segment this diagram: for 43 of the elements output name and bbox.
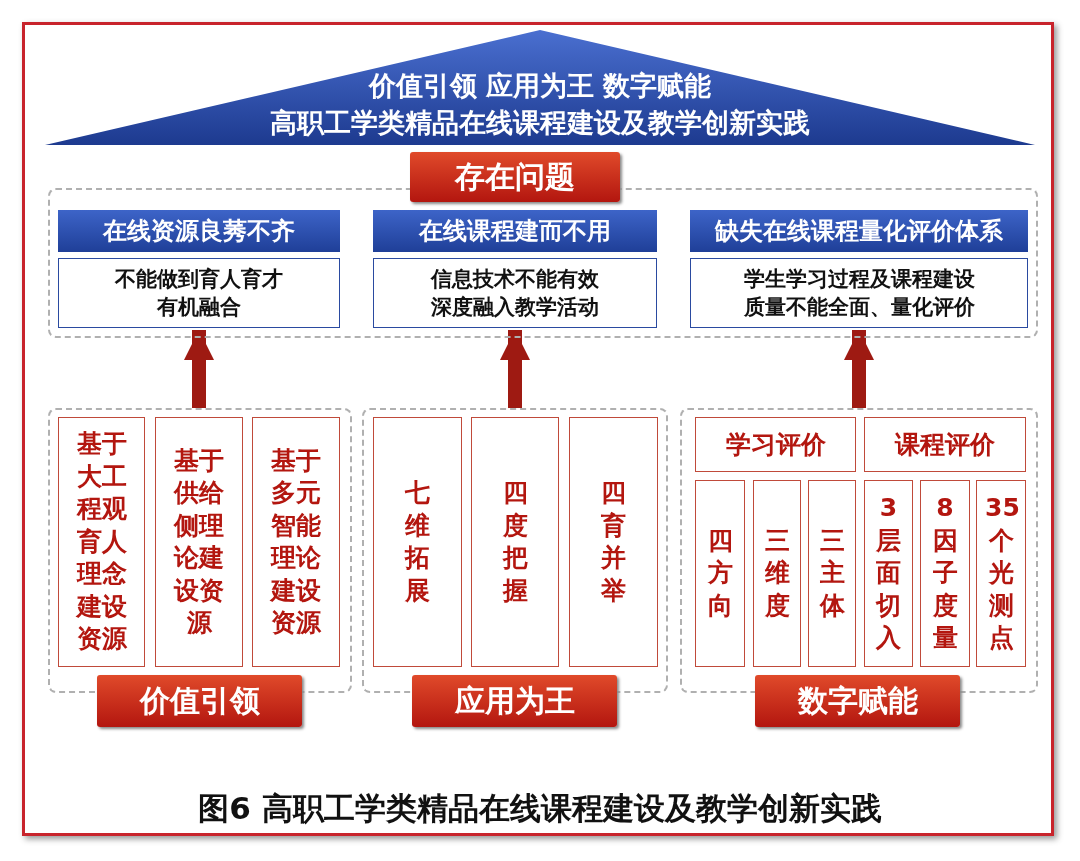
roof-banner xyxy=(45,30,1035,145)
problem-description-box: 学生学习过程及课程建设质量不能全面、量化评价 xyxy=(690,258,1028,328)
evaluation-header: 课程评价 xyxy=(864,417,1026,472)
measure-text: 四度把握 xyxy=(501,477,529,607)
roof-subtitle: 高职工学类精品在线课程建设及教学创新实践 xyxy=(269,106,811,140)
measure-box xyxy=(155,417,243,667)
measure-text: 基于多元智能理论建设资源 xyxy=(269,444,322,639)
title-banner: 价值引领 xyxy=(97,675,302,727)
arrow xyxy=(184,330,214,408)
measure-box xyxy=(471,417,559,667)
measure-text: 3层面切入 xyxy=(874,492,902,655)
measure-box xyxy=(373,417,462,667)
arrow xyxy=(500,330,530,408)
evaluation-header: 学习评价 xyxy=(695,417,856,472)
measure-box xyxy=(808,480,856,667)
measure-box xyxy=(864,480,913,667)
column-header: 在线课程建而不用 xyxy=(373,210,657,252)
title-banner: 存在问题 xyxy=(410,152,620,202)
column-header: 在线资源良莠不齐 xyxy=(58,210,340,252)
measure-text: 四育并举 xyxy=(600,477,627,607)
column-header: 缺失在线课程量化评价体系 xyxy=(690,210,1028,252)
problem-description-box: 不能做到育人育才有机融合 xyxy=(58,258,340,328)
arrow xyxy=(844,330,874,408)
problem-description-box: 信息技术不能有效深度融入教学活动 xyxy=(373,258,657,328)
measure-text: 三主体 xyxy=(818,524,846,622)
measure-text: 四方向 xyxy=(706,524,734,622)
measure-box xyxy=(695,480,745,667)
measure-box xyxy=(976,480,1026,667)
measure-text: 七维拓展 xyxy=(403,477,431,607)
figure-caption: 图6 高职工学类精品在线课程建设及教学创新实践 xyxy=(197,789,883,828)
measure-text: 基于供给侧理论建设资源 xyxy=(172,444,225,639)
measure-text: 35个光测点 xyxy=(985,492,1017,655)
roof-heading: 价值引领 应用为王 数字赋能 xyxy=(367,69,713,103)
measure-box xyxy=(58,417,145,667)
measure-text: 8因子度量 xyxy=(931,492,959,655)
title-banner: 应用为王 xyxy=(412,675,617,727)
measure-box xyxy=(252,417,340,667)
title-banner: 数字赋能 xyxy=(755,675,960,727)
measure-text: 基于大工程观育人理念建设资源 xyxy=(75,428,128,656)
measure-box xyxy=(569,417,658,667)
measure-box xyxy=(920,480,970,667)
measure-box xyxy=(753,480,801,667)
measure-text: 三维度 xyxy=(763,524,791,622)
